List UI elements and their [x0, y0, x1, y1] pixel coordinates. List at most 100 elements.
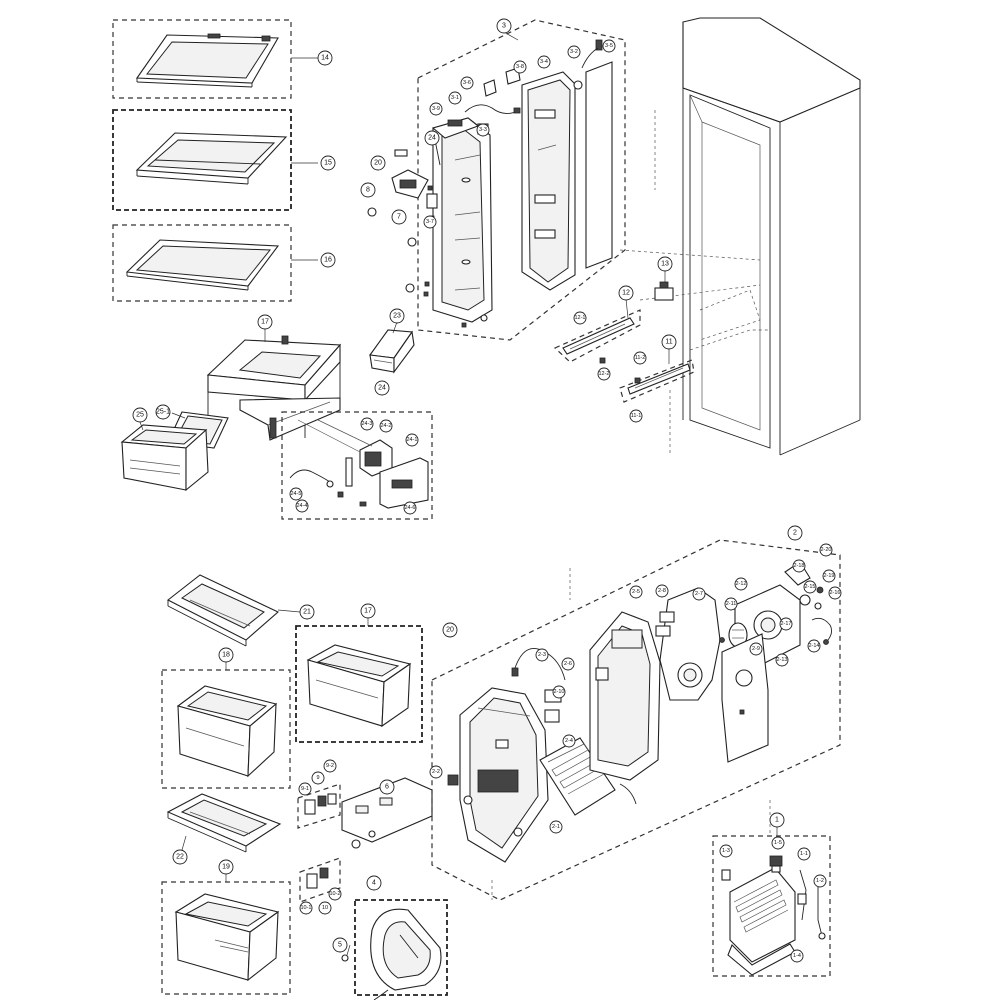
callout-circle [537, 55, 551, 69]
callout-2-10: 2-10 [552, 685, 566, 699]
screw-5 [341, 954, 349, 962]
callout-2-6: 2-6 [561, 657, 575, 671]
callout-circle [828, 586, 842, 600]
callout-circle [797, 847, 811, 861]
callout-circle [374, 380, 390, 396]
group-box-2 [431, 539, 841, 901]
callout-1: 1 [769, 812, 785, 828]
callout-text: 10-1 [300, 905, 311, 911]
callout-circle [771, 836, 785, 850]
callout-9-1: 9-1 [298, 782, 312, 796]
callout-21: 21 [299, 604, 315, 620]
callout-text: 5 [338, 942, 342, 949]
callout-circle [567, 45, 581, 59]
callout-text: 2-4 [565, 738, 573, 744]
switch-9 [304, 793, 337, 815]
callout-text: 23 [393, 313, 401, 320]
callout-text: 8 [366, 187, 370, 194]
callout-25: 25 [132, 407, 148, 423]
fan-bracket-2-9 [721, 633, 769, 763]
callout-circle [692, 587, 706, 601]
group-box-4 [354, 899, 448, 996]
callout-3-8: 3-8 [513, 60, 527, 74]
callout-text: 20 [374, 160, 382, 167]
callout-text: 4 [372, 880, 376, 887]
callout-15: 15 [320, 155, 336, 171]
callout-text: 24-1 [406, 437, 417, 443]
callout-circle [476, 123, 490, 137]
callout-text: 17 [364, 608, 372, 615]
callout-circle [323, 759, 337, 773]
callout-circle [332, 937, 348, 953]
callout-circle [460, 76, 474, 90]
rail-11 [627, 363, 691, 395]
callout-circle [813, 874, 827, 888]
callout-circle [299, 604, 315, 620]
shroud-2-1 [447, 687, 549, 863]
callout-text: 18 [222, 652, 230, 659]
callout-circle [661, 334, 677, 350]
callout-3-5: 3-5 [602, 39, 616, 53]
callout-20a: 20 [370, 155, 386, 171]
callout-text: 2 [793, 530, 797, 537]
callout-17b: 17 [360, 603, 376, 619]
callout-1-5: 1-5 [771, 836, 785, 850]
callout-7: 7 [391, 209, 407, 225]
callout-text: 1-1 [800, 851, 808, 857]
callout-text: 2-8 [658, 588, 666, 594]
callout-2-14: 2-14 [807, 639, 821, 653]
callout-2-16: 2-16 [828, 586, 842, 600]
callout-text: 10 [322, 905, 328, 911]
callout-circle [370, 155, 386, 171]
callout-circle [629, 409, 643, 423]
callout-circle [769, 812, 785, 828]
callout-24-3: 24-3 [360, 417, 374, 431]
callout-text: 2-5 [632, 589, 640, 595]
callout-text: 2-20 [820, 547, 831, 553]
dispenser-cover-6 [341, 777, 433, 849]
callout-text: 12-2 [598, 371, 609, 377]
evap-cover-2-6 [589, 611, 661, 781]
callout-circle [389, 308, 405, 324]
crisper-cover-17 [206, 335, 342, 441]
callout-circle [562, 734, 576, 748]
callout-text: 2-12 [735, 581, 746, 587]
callout-circle [360, 417, 374, 431]
callout-circle [655, 584, 669, 598]
callout-2-18: 2-18 [792, 559, 806, 573]
callout-10-2: 10-2 [328, 887, 342, 901]
callout-text: 13 [661, 261, 669, 268]
callout-text: 24-6 [404, 505, 415, 511]
callout-2-12: 2-12 [734, 577, 748, 591]
group-box-16 [112, 224, 292, 302]
callout-circle [719, 844, 733, 858]
callout-text: 9-2 [326, 763, 334, 769]
callout-text: 2-13 [776, 657, 787, 663]
callout-circle [822, 569, 836, 583]
callout-24-2: 24-2 [379, 419, 393, 433]
callout-circle [573, 311, 587, 325]
group-box-12 [553, 309, 641, 363]
callout-3-4: 3-4 [537, 55, 551, 69]
callout-text: 2-18 [793, 563, 804, 569]
door-bin-23 [369, 329, 415, 374]
callout-2-13: 2-13 [775, 653, 789, 667]
callout-1-2: 1-2 [813, 874, 827, 888]
callout-3-1: 3-1 [448, 91, 462, 105]
callout-circle [172, 849, 188, 865]
callout-text: 3-9 [432, 106, 440, 112]
fridge-cabinet [619, 17, 861, 456]
callout-circle [657, 256, 673, 272]
callout-14: 14 [317, 50, 333, 66]
dispenser-paddle-7 [391, 169, 429, 199]
callout-circle [311, 771, 325, 785]
callout-10-1: 10-1 [299, 901, 313, 915]
callout-text: 11 [665, 339, 672, 346]
bin-17 [306, 644, 412, 728]
callout-24-6: 24-6 [403, 501, 417, 515]
ice-chute-4 [370, 908, 442, 1000]
callout-8: 8 [360, 182, 376, 198]
damper-assembly-24 [289, 439, 429, 509]
callout-text: 2-3 [538, 652, 546, 658]
